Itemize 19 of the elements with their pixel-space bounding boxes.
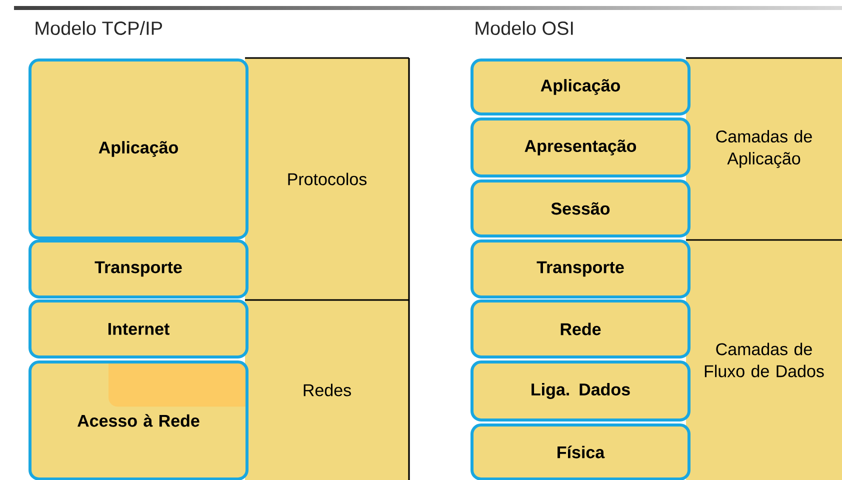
model-title: Modelo OSI <box>476 21 573 35</box>
node-label: Camadas de Fluxo de Dados <box>704 342 824 378</box>
layer-box: Aplicação <box>28 58 248 240</box>
layer-box: Acesso à Rede <box>28 360 248 480</box>
layer-box: Transporte <box>470 240 690 298</box>
layer-box: Rede <box>470 300 690 358</box>
layer-box: Internet <box>28 300 248 358</box>
group-band: Redes <box>245 299 410 480</box>
layer-box: Física <box>470 424 690 480</box>
layer-box: Apresentação <box>470 118 690 178</box>
model-title: Modelo TCP/IP <box>36 21 162 35</box>
layer-box: Sessão <box>470 180 690 238</box>
group-band: Protocolos <box>245 57 410 300</box>
layer-box: Liga. Dados <box>470 360 690 422</box>
group-band: Camadas de Aplicação <box>686 57 842 240</box>
layer-box: Aplicação <box>470 58 690 116</box>
group-band: Camadas de Fluxo de Dados <box>686 239 842 480</box>
node-label: Camadas de Aplicação <box>716 130 812 168</box>
layer-box: Transporte <box>28 240 248 298</box>
